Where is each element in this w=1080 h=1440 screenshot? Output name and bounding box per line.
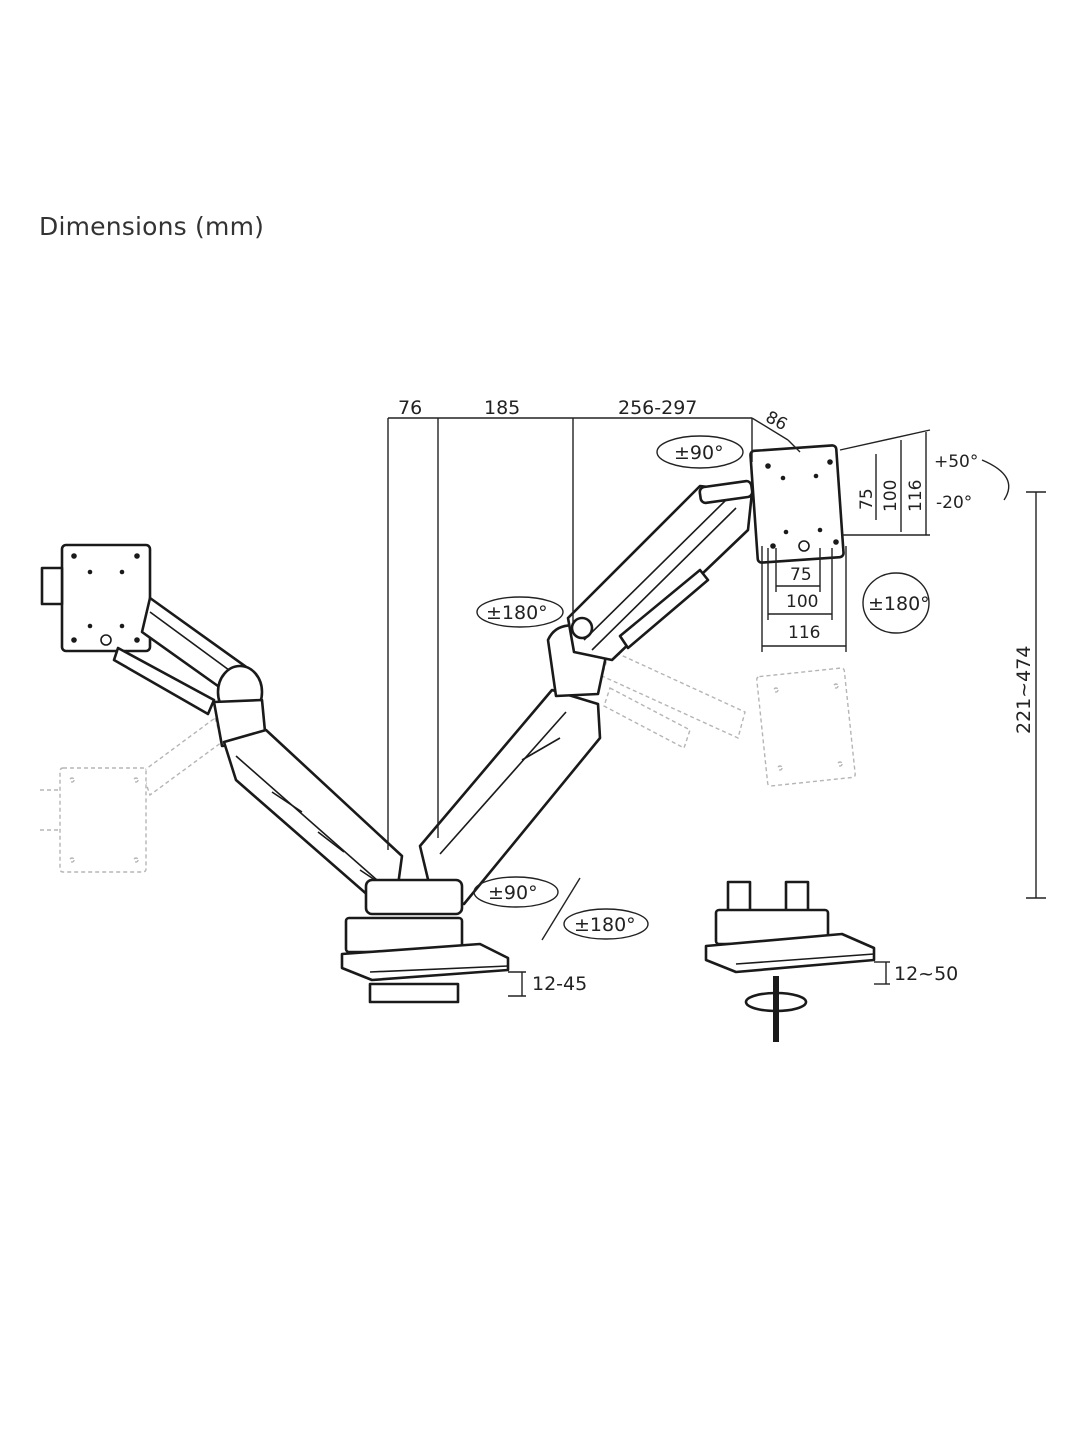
ghost-left-arm (40, 716, 223, 873)
grommet-base (704, 880, 876, 1042)
base-swivel-90-label: ±90° (488, 882, 538, 904)
dim-86: 86 (762, 407, 790, 435)
right-upper-arm (566, 479, 754, 662)
vesa-h-75: 75 (790, 565, 812, 585)
vesa-h-100: 100 (786, 592, 818, 612)
vesa-v-116: 116 (906, 480, 926, 512)
vesa-h-116: 116 (788, 623, 820, 643)
dimension-labels: 76 185 256-297 86 75 100 116 75 100 116 … (398, 397, 1035, 995)
vesa-v-75: 75 (857, 488, 877, 510)
swivel-head-label: ±90° (674, 442, 724, 464)
dim-76: 76 (398, 397, 422, 419)
dim-185: 185 (484, 397, 520, 419)
dim-256-297: 256-297 (618, 397, 697, 419)
vesa-v-100: 100 (881, 480, 901, 512)
rotation-markers (473, 435, 1010, 940)
grommet-range: 12~50 (894, 963, 958, 985)
arm-swivel-label: ±180° (486, 602, 548, 624)
left-upper-arm (112, 596, 268, 748)
tilt-up-label: +50° (934, 452, 978, 472)
right-monitor-plate (749, 444, 845, 564)
clamp-base (340, 878, 510, 1004)
left-monitor-plate (40, 543, 152, 653)
dimension-lines (387, 417, 1046, 997)
tilt-down-label: -20° (936, 493, 972, 513)
page-title: Dimensions (mm) (39, 212, 265, 241)
ghost-right-arm (601, 649, 856, 787)
left-lower-arm (222, 728, 404, 906)
height-range: 221~474 (1013, 646, 1035, 734)
rotation-labels: ±90° +50° -20° ±180° ±180° ±90° ±180° (486, 442, 978, 936)
base-swivel-180-label: ±180° (574, 914, 636, 936)
clamp-range: 12-45 (532, 973, 587, 995)
right-lower-arm (418, 624, 608, 906)
rotate-head-label: ±180° (868, 593, 930, 615)
